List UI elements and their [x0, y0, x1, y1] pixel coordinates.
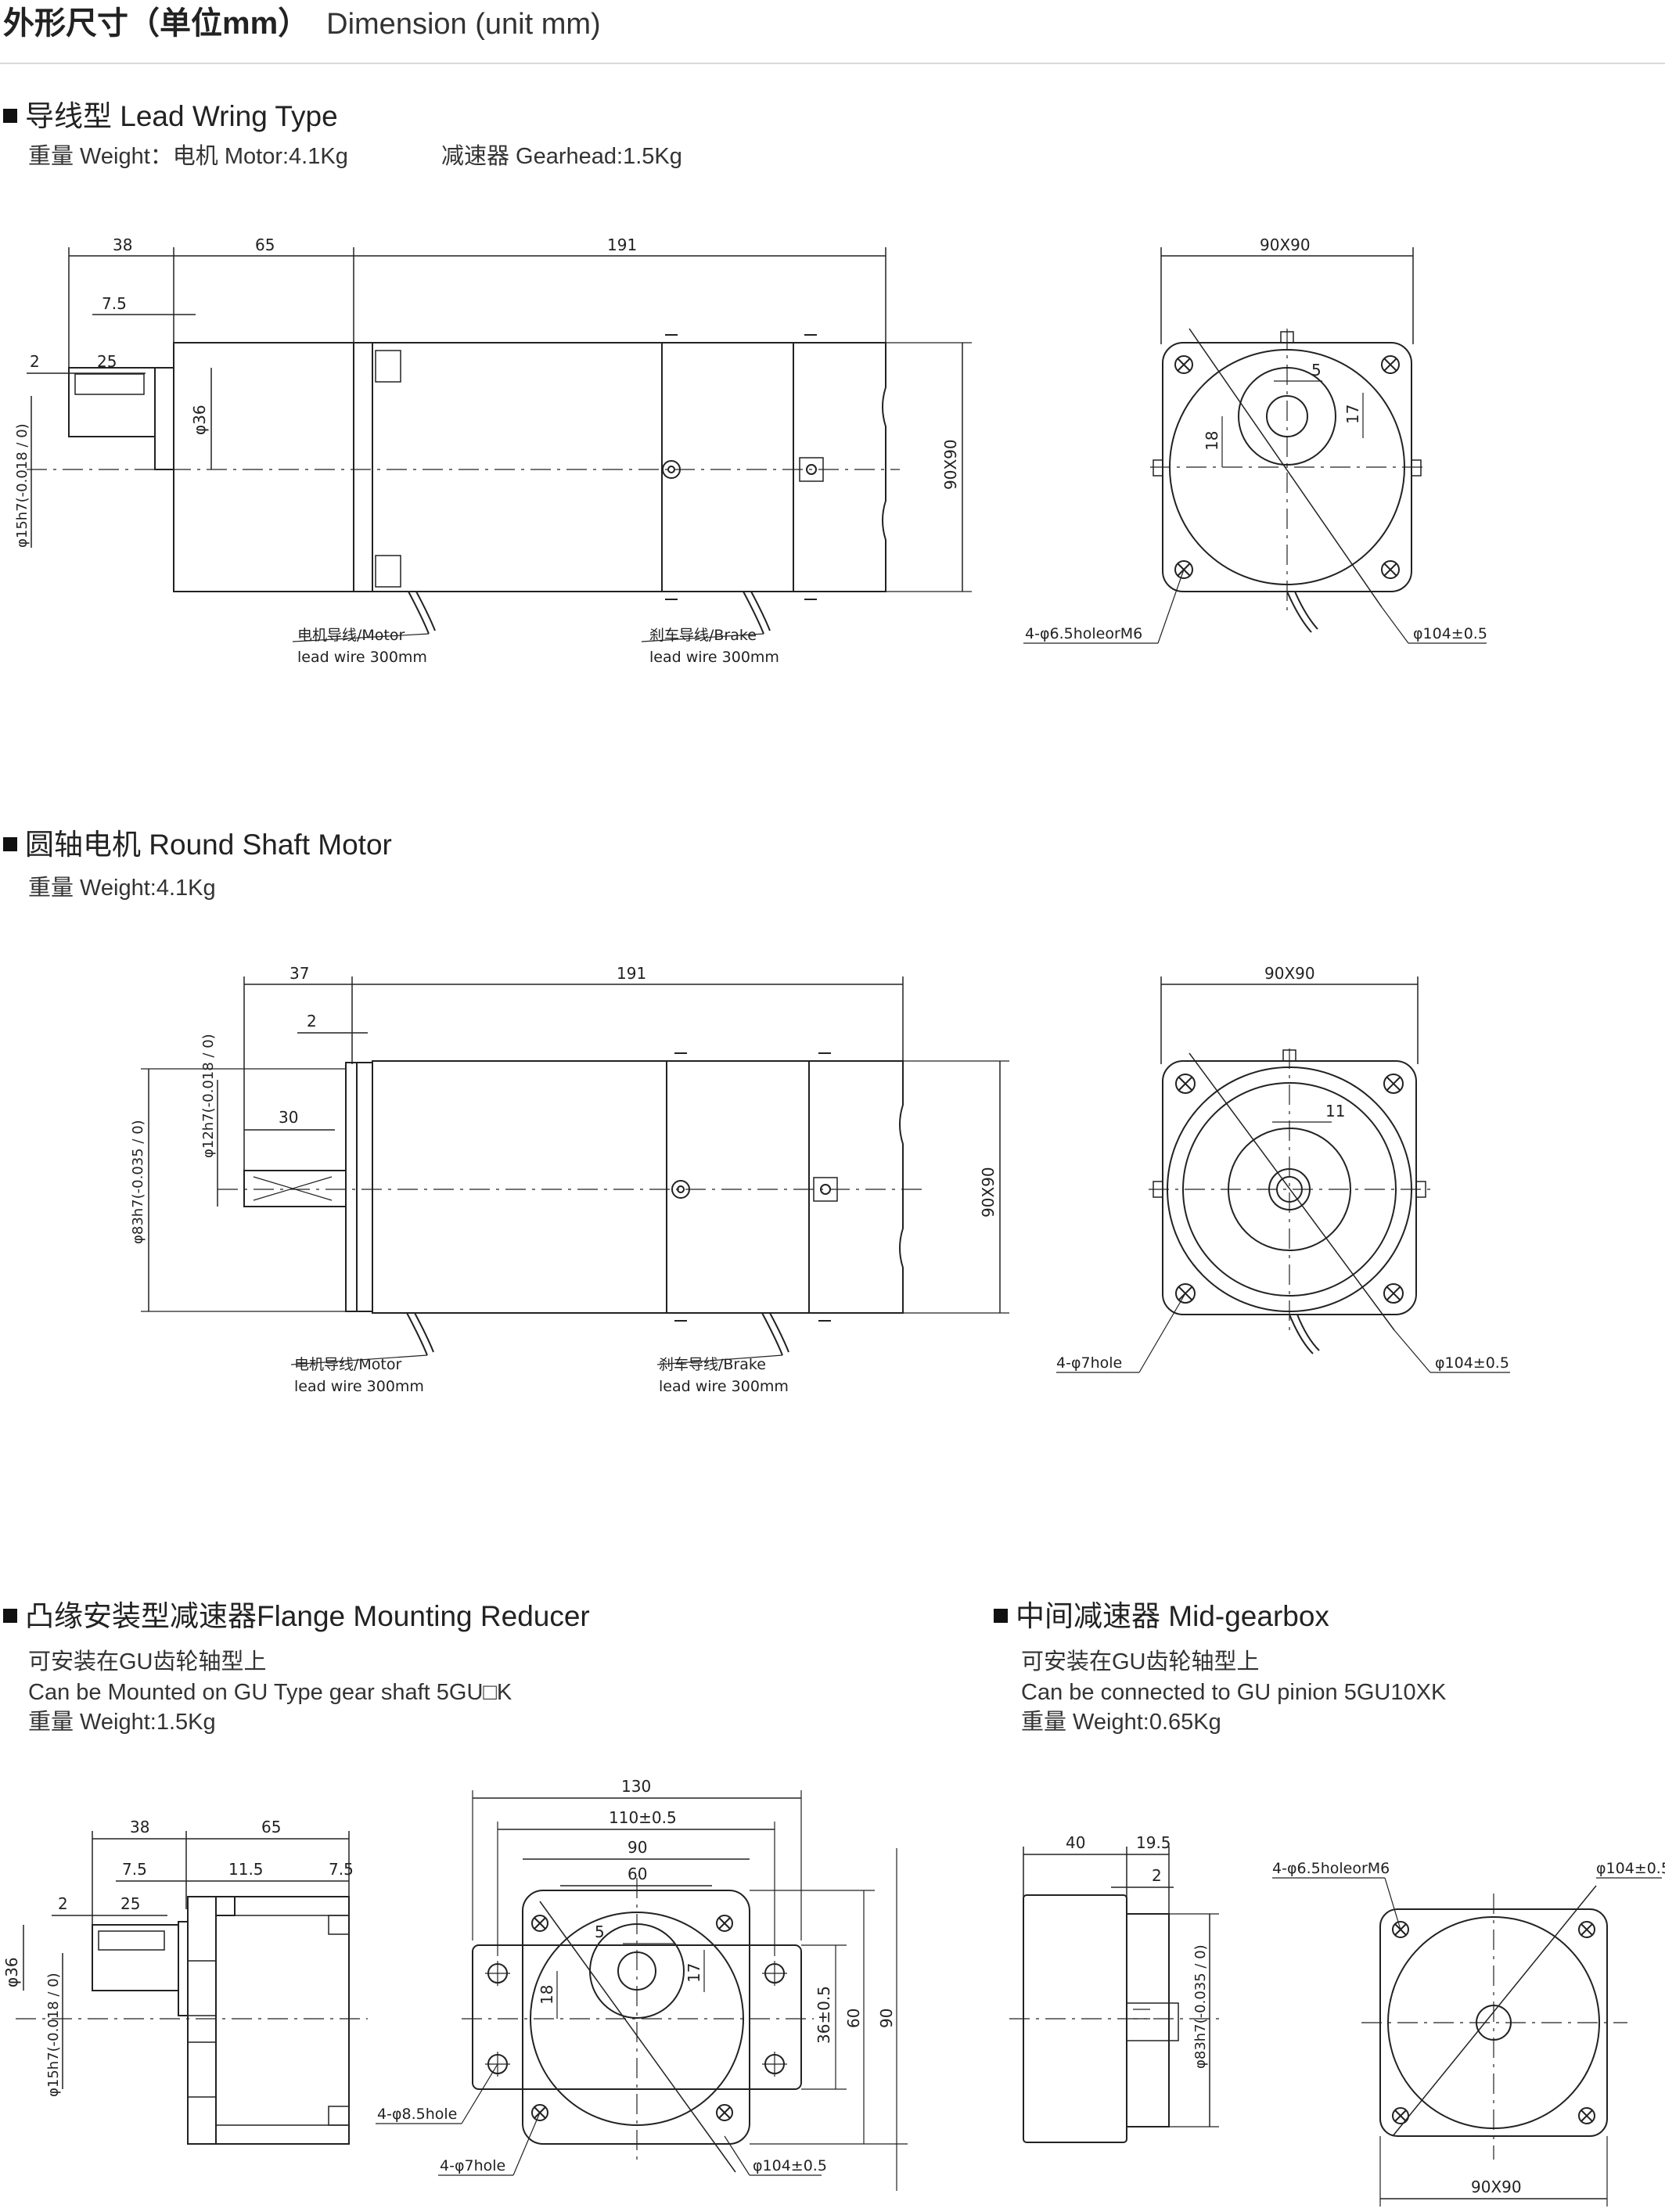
flange-line1: 可安装在GU齿轮轴型上 — [28, 1649, 267, 1674]
dim-shaft-tol: φ12h7(-0.018 / 0) — [200, 1034, 217, 1158]
holes-note: 4-φ6.5holeorM6 — [1272, 1860, 1390, 1877]
square-bullet-icon — [3, 109, 17, 123]
flange-front-view: 130 110±0.5 90 60 5 17 18 36±0.5 — [376, 1777, 908, 2191]
dim-37: 37 — [289, 964, 309, 983]
page-title-en: Dimension (unit mm) — [326, 8, 601, 41]
section-title-flange: 凸缘安装型减速器Flange Mounting Reducer — [3, 1599, 590, 1635]
square-bullet-icon — [3, 837, 17, 851]
dim-90x90-side: 90X90 — [941, 439, 960, 490]
dim-60-v: 60 — [844, 2009, 863, 2028]
dim-7-5-a: 7.5 — [122, 1860, 147, 1879]
mid-gearbox-front-view: 4-φ6.5holeorM6 φ104±0.5 90X90 — [1272, 1860, 1665, 2207]
dim-shaft-tol: φ15h7(-0.018 / 0) — [45, 1973, 62, 2097]
lead-wire-weight-gearhead: 减速器 Gearhead:1.5Kg — [441, 144, 682, 169]
dim-60: 60 — [628, 1865, 647, 1883]
dim-phi36: φ36 — [190, 405, 209, 435]
dim-90: 90 — [628, 1838, 647, 1857]
dim-65: 65 — [255, 236, 275, 254]
section-title-mid-gearbox: 中间减速器 Mid-gearbox — [994, 1599, 1329, 1635]
dim-17: 17 — [685, 1963, 703, 1983]
dim-phi36: φ36 — [2, 1957, 21, 1987]
dim-38: 38 — [113, 236, 132, 254]
round-shaft-front-view: 90X90 11 4-φ7hole φ104±0.5 — [1056, 964, 1510, 1373]
flange-line2: Can be Mounted on GU Type gear shaft 5GU… — [28, 1680, 512, 1705]
round-shaft-title: 圆轴电机 Round Shaft Motor — [25, 829, 392, 861]
dim-11: 11 — [1325, 1102, 1345, 1120]
dim-17: 17 — [1343, 405, 1362, 424]
brake-wire-label: 刹车导线/Brake — [659, 1356, 766, 1373]
dim-2: 2 — [30, 352, 40, 371]
holes-7-note: 4-φ7hole — [440, 2157, 505, 2174]
dim-7-5: 7.5 — [102, 294, 127, 313]
dim-90x90-top: 90X90 — [1260, 236, 1311, 254]
holes-8-5-note: 4-φ8.5hole — [377, 2106, 457, 2123]
title-bar: 外形尺寸（单位mm） Dimension (unit mm) — [0, 0, 1665, 64]
dim-191: 191 — [617, 964, 646, 983]
dim-5: 5 — [595, 1922, 605, 1941]
dim-18: 18 — [1203, 431, 1221, 451]
square-bullet-icon — [3, 1609, 17, 1623]
holes-note: 4-φ7hole — [1056, 1354, 1122, 1372]
dim-90-v: 90 — [877, 2009, 896, 2028]
dim-38: 38 — [130, 1818, 149, 1836]
dim-2: 2 — [58, 1894, 68, 1913]
dim-pilot-tol: φ83h7(-0.035 / 0) — [1192, 1944, 1209, 2069]
dim-11-5: 11.5 — [228, 1860, 264, 1879]
lead-wire-side-view: 38 65 191 7.5 2 25 φ36 — [14, 236, 972, 666]
mid-gearbox-weight: 重量 Weight:0.65Kg — [1021, 1710, 1221, 1735]
square-bullet-icon — [994, 1609, 1008, 1623]
motor-wire-label: 电机导线/Motor — [297, 627, 405, 644]
lead-wire-weight-motor: 重量 Weight：电机 Motor:4.1Kg — [28, 144, 348, 169]
mid-gearbox-title: 中间减速器 Mid-gearbox — [1016, 1600, 1329, 1632]
holes-note: 4-φ6.5holeorM6 — [1025, 625, 1142, 642]
page-title-zh: 外形尺寸（单位mm） — [3, 6, 310, 41]
pcd-note: φ104±0.5 — [1413, 625, 1487, 642]
dim-shaft-tol: φ15h7(-0.018 / 0) — [14, 423, 31, 548]
brake-wire-label: 刹车导线/Brake — [649, 627, 757, 644]
round-shaft-side-view: 37 191 2 30 φ12h7(-0.018 / 0) φ83h7(-0.0… — [130, 964, 1009, 1395]
brake-wire-length: lead wire 300mm — [649, 649, 779, 666]
dim-2: 2 — [1152, 1866, 1162, 1885]
dim-18: 18 — [538, 1985, 556, 2005]
dim-2: 2 — [307, 1012, 317, 1030]
dim-7-5-b: 7.5 — [329, 1860, 354, 1879]
mid-gearbox-line1: 可安装在GU齿轮轴型上 — [1021, 1649, 1260, 1674]
dim-90x90: 90X90 — [1471, 2178, 1522, 2196]
pcd-note: φ104±0.5 — [1435, 1354, 1509, 1372]
brake-wire-length: lead wire 300mm — [659, 1378, 789, 1395]
motor-wire-length: lead wire 300mm — [294, 1378, 424, 1395]
mid-gearbox-side-view: 40 19.5 2 φ83h7(-0.035 / 0) — [1009, 1833, 1221, 2143]
dim-191: 191 — [607, 236, 637, 254]
round-shaft-weight: 重量 Weight:4.1Kg — [28, 876, 216, 901]
page-title: 外形尺寸（单位mm） Dimension (unit mm) — [3, 3, 601, 45]
mid-gearbox-line2: Can be connected to GU pinion 5GU10XK — [1021, 1680, 1447, 1705]
dim-40: 40 — [1066, 1833, 1085, 1852]
dim-19-5: 19.5 — [1136, 1833, 1171, 1852]
lead-wire-title: 导线型 Lead Wring Type — [25, 100, 338, 132]
dim-5: 5 — [1311, 361, 1322, 379]
flange-title: 凸缘安装型减速器Flange Mounting Reducer — [25, 1600, 590, 1632]
lead-wire-front-view: 90X90 5 17 18 4-φ6.5holeorM6 φ104±0.5 — [1023, 236, 1487, 644]
dim-pilot-tol: φ83h7(-0.035 / 0) — [130, 1120, 146, 1244]
dim-30: 30 — [279, 1108, 298, 1127]
dim-110: 110±0.5 — [609, 1808, 677, 1827]
dim-25: 25 — [120, 1894, 140, 1913]
pcd-note: φ104±0.5 — [753, 2157, 827, 2174]
section-title-round-shaft: 圆轴电机 Round Shaft Motor — [3, 827, 392, 863]
section-title-lead-wire: 导线型 Lead Wring Type — [3, 99, 338, 135]
flange-weight: 重量 Weight:1.5Kg — [28, 1710, 216, 1735]
pcd-note: φ104±0.5 — [1596, 1860, 1665, 1877]
dim-130: 130 — [621, 1777, 651, 1796]
dim-90x90-side: 90X90 — [979, 1167, 998, 1217]
dim-90x90-top: 90X90 — [1264, 964, 1315, 983]
motor-wire-label: 电机导线/Motor — [294, 1356, 401, 1373]
motor-wire-length: lead wire 300mm — [297, 649, 427, 666]
dim-65: 65 — [261, 1818, 281, 1836]
dim-36-v: 36±0.5 — [815, 1986, 833, 2044]
flange-side-view: 38 65 7.5 11.5 7.5 2 25 φ36 φ15h7(-0.018… — [2, 1818, 368, 2145]
